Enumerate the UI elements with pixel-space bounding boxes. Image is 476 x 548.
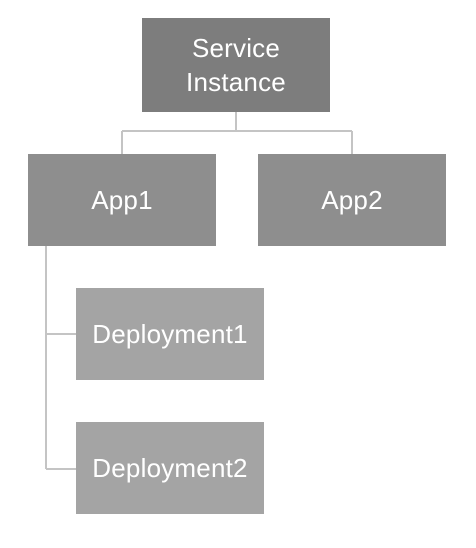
app2-node: App2 (258, 154, 446, 246)
service-instance-label: Service Instance (186, 33, 286, 97)
app1-label: App1 (91, 185, 153, 215)
connector-root-to-apps (121, 112, 353, 154)
app1-node: App1 (28, 154, 216, 246)
app2-label: App2 (321, 185, 383, 215)
deployment1-node: Deployment1 (76, 288, 264, 380)
service-instance-node: Service Instance (142, 18, 330, 112)
connector-app1-to-deployments (45, 246, 76, 470)
deployment2-label: Deployment2 (92, 453, 248, 483)
deployment1-label: Deployment1 (92, 319, 248, 349)
deployment2-node: Deployment2 (76, 422, 264, 514)
